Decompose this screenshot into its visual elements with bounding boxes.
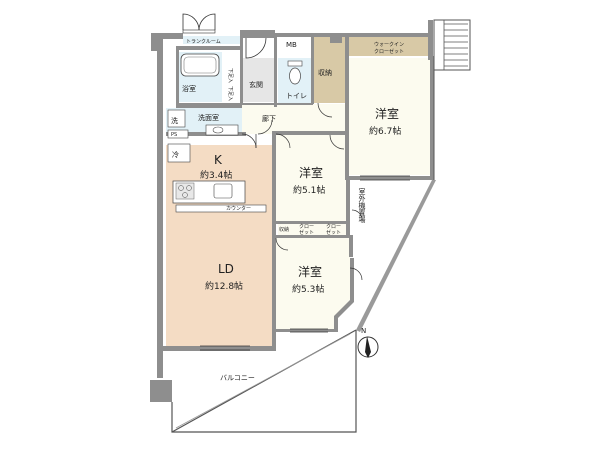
trunk-room-label: トランクルーム (186, 39, 221, 45)
kitchen-counter (172, 180, 267, 213)
room-c-area: 約5.3帖 (292, 283, 324, 295)
washroom-label: 洗面室 (198, 113, 219, 122)
room-b-floor (276, 135, 346, 221)
closet-1-label-b: ゼット (299, 229, 314, 236)
room-a-title: 洋室 (375, 106, 399, 121)
storage-mid-label: 収納 (279, 226, 289, 233)
room-a-area: 約6.7帖 (369, 125, 401, 137)
external-stair (433, 19, 471, 180)
closet-2-label-a: クロー (326, 224, 341, 230)
interior-doors (241, 102, 363, 281)
mb-label: MB (286, 41, 297, 49)
room-c-title: 洋室 (298, 264, 322, 279)
washer-box (167, 109, 186, 128)
outdoor-unit-label: 室外機置場 (358, 187, 366, 224)
balcony-outline (171, 330, 357, 433)
storage-top-label: 収納 (318, 68, 332, 77)
walk-in-closet-label-1: ウォークイン (374, 41, 404, 48)
compass-n-label: N (361, 327, 366, 335)
trunk-room-doors (182, 13, 216, 34)
bath-label: 浴室 (182, 84, 196, 93)
washer-label: 洗 (171, 116, 178, 125)
closet-1-label-a: クロー (299, 224, 314, 230)
entrance-floor (242, 58, 276, 102)
ld-title: LD (218, 262, 234, 276)
compass (357, 336, 379, 358)
room-b-area: 約5.1帖 (293, 184, 325, 196)
room-c-floor (276, 236, 350, 331)
trunk-room-floor (183, 36, 243, 44)
washbasin (205, 124, 239, 136)
entrance-door (245, 37, 267, 59)
hallway-floor (242, 104, 347, 134)
entrance-label: 玄関 (249, 80, 263, 89)
counter-label: カウンター (226, 205, 251, 212)
bathtub (180, 53, 220, 77)
walk-in-closet-label-2: クローゼット (374, 48, 404, 55)
balcony-label: バルコニー (220, 374, 255, 382)
room-a-floor (349, 58, 430, 175)
kitchen-title: K (214, 153, 223, 167)
ps-box (167, 129, 189, 139)
room-b-title: 洋室 (299, 165, 323, 180)
windows (200, 175, 410, 351)
toilet-label: トイレ (286, 92, 307, 100)
walk-in-closet-floor (349, 36, 430, 56)
hallway-label: 廊下 (262, 114, 276, 123)
kitchen-area: 約3.4帖 (200, 169, 232, 181)
fridge-label: 冷 (172, 150, 179, 159)
storage-top-floor (313, 37, 346, 103)
closet-strip-floor (278, 223, 350, 235)
shoe-storage-label-1: 下足入 (227, 68, 233, 83)
fridge-box (167, 143, 191, 163)
shoe-storage-label-2: 下足入 (227, 86, 233, 101)
walls (150, 20, 436, 402)
closet-2-label-b: ゼット (326, 229, 341, 236)
ld-area: 約12.8帖 (205, 280, 243, 292)
toilet-fixture (287, 60, 303, 85)
ps-label: PS (171, 132, 177, 138)
